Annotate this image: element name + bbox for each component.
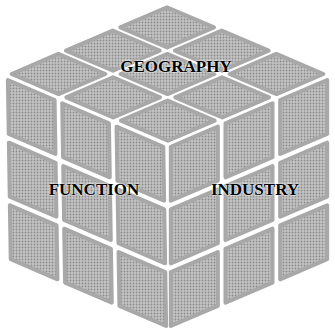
cube-sticker — [171, 189, 218, 263]
face-label: INDUSTRY — [211, 181, 299, 198]
cube-sticker — [225, 103, 272, 177]
face-label: FUNCTION — [49, 181, 140, 198]
cube-sticker — [280, 205, 327, 279]
cube-sticker — [10, 205, 58, 279]
face-label: GEOGRAPHY — [120, 58, 231, 75]
cube-sticker — [118, 189, 166, 263]
cube-sticker — [63, 166, 111, 240]
cube-sticker — [119, 252, 167, 326]
cube-sticker — [225, 229, 272, 303]
cube-sticker — [64, 229, 112, 303]
cube-sticker — [171, 252, 218, 326]
cube-sticker — [8, 80, 56, 154]
cube-sticker — [171, 127, 218, 201]
cube-sticker — [225, 166, 272, 240]
cube-sticker — [62, 103, 110, 177]
cube-sticker — [280, 80, 327, 154]
